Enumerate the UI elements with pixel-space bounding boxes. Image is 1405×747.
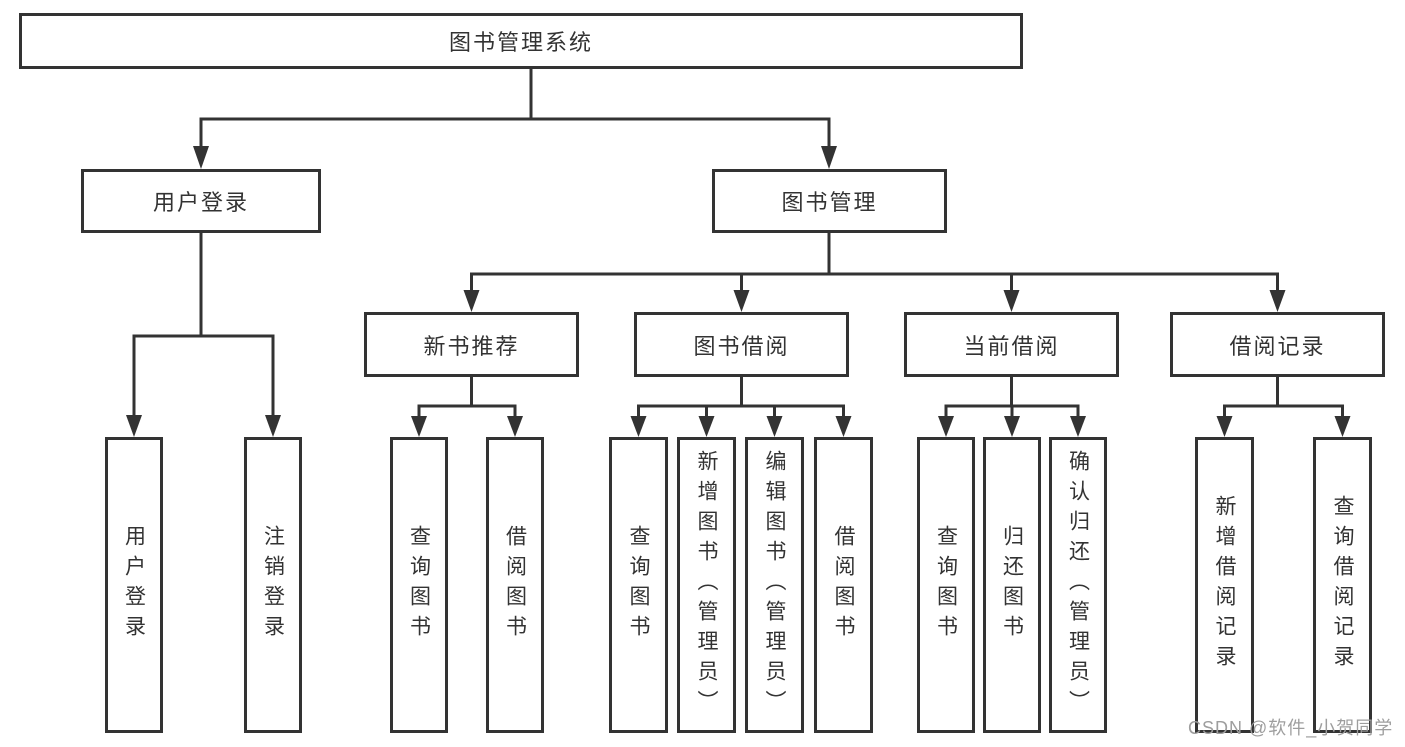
leaf-user-login-label: 用户登录 (122, 525, 146, 645)
leaf-add-books-admin-label: 新增图书（管理员） (695, 450, 718, 720)
leaf-return-books-label: 归还图书 (1000, 525, 1024, 645)
node-new-book-recommend: 新书推荐 (364, 312, 579, 377)
leaf-edit-books-admin: 编辑图书（管理员） (745, 437, 804, 733)
leaf-query-books-3: 查询图书 (917, 437, 975, 733)
leaf-add-books-admin: 新增图书（管理员） (677, 437, 736, 733)
node-borrow-records-label: 借阅记录 (1229, 333, 1326, 359)
connector-root-to-level2 (193, 69, 837, 169)
leaf-return-books: 归还图书 (983, 437, 1041, 733)
leaf-logout: 注销登录 (244, 437, 302, 733)
node-borrow-records: 借阅记录 (1170, 312, 1385, 377)
leaf-borrow-books-2-label: 借阅图书 (832, 525, 855, 645)
root-node-library-management-system: 图书管理系统 (19, 13, 1023, 69)
leaf-query-books-3-label: 查询图书 (934, 525, 958, 645)
node-book-borrow: 图书借阅 (634, 312, 849, 377)
connector-borrow-records-to-leaves (1216, 377, 1351, 437)
node-current-borrow-label: 当前借阅 (963, 333, 1060, 359)
node-user-login-label: 用户登录 (152, 190, 249, 215)
connector-book-borrow-to-leaves (630, 377, 852, 437)
leaf-logout-label: 注销登录 (261, 525, 285, 645)
leaf-query-books-2: 查询图书 (609, 437, 668, 733)
leaf-query-books-1: 查询图书 (390, 437, 448, 733)
connector-book-management-to-level3 (463, 233, 1286, 312)
csdn-watermark: CSDN @软件_小贺同学 (1188, 718, 1394, 738)
node-new-book-recommend-label: 新书推荐 (423, 333, 520, 359)
leaf-borrow-books-2: 借阅图书 (814, 437, 873, 733)
leaf-confirm-return-admin-label: 确认归还（管理员） (1066, 450, 1090, 720)
leaf-user-login: 用户登录 (105, 437, 163, 733)
node-book-management: 图书管理 (712, 169, 947, 233)
leaf-add-borrow-record-label: 新增借阅记录 (1213, 495, 1236, 675)
leaf-query-borrow-record: 查询借阅记录 (1313, 437, 1372, 733)
leaf-add-borrow-record: 新增借阅记录 (1195, 437, 1254, 733)
leaf-confirm-return-admin: 确认归还（管理员） (1049, 437, 1107, 733)
leaf-query-borrow-record-label: 查询借阅记录 (1331, 495, 1354, 675)
node-book-borrow-label: 图书借阅 (693, 333, 790, 359)
node-user-login: 用户登录 (81, 169, 321, 233)
node-book-management-label: 图书管理 (781, 190, 878, 215)
leaf-edit-books-admin-label: 编辑图书（管理员） (763, 450, 786, 720)
node-current-borrow: 当前借阅 (904, 312, 1119, 377)
leaf-query-books-2-label: 查询图书 (627, 525, 650, 645)
connector-current-borrow-to-leaves (938, 377, 1086, 437)
leaf-query-books-1-label: 查询图书 (407, 525, 431, 645)
root-node-label: 图书管理系统 (448, 30, 593, 55)
connector-user-login-to-leaves (126, 233, 281, 437)
leaf-borrow-books-1: 借阅图书 (486, 437, 544, 733)
leaf-borrow-books-1-label: 借阅图书 (503, 525, 527, 645)
connector-new-book-recommend-to-leaves (411, 377, 523, 437)
